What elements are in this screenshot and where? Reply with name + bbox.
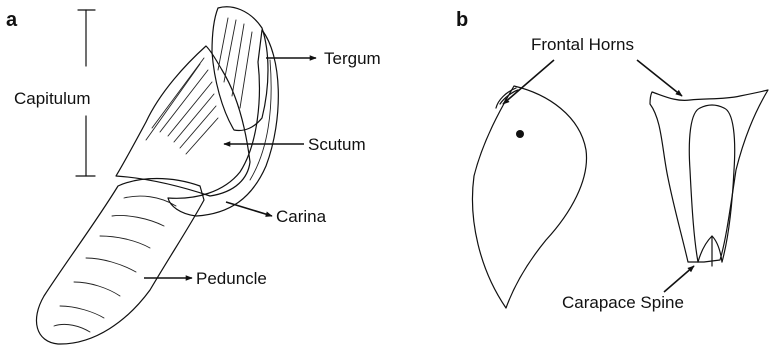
peduncle-shape bbox=[36, 179, 204, 345]
eye-dot bbox=[516, 130, 524, 138]
frontal-horns-arrow-left bbox=[503, 60, 554, 104]
panel-b-letter: b bbox=[456, 9, 468, 31]
frontal-view-shape bbox=[650, 90, 768, 266]
frontal-horns-label: Frontal Horns bbox=[531, 35, 634, 54]
frontal-horns-arrow-right bbox=[637, 60, 682, 96]
carina-arrow bbox=[226, 202, 272, 216]
capitulum-label: Capitulum bbox=[14, 89, 91, 108]
lateral-view-shape bbox=[472, 86, 586, 308]
scutum-shape bbox=[116, 46, 250, 196]
carapace-spine-arrow bbox=[664, 266, 694, 292]
carapace-spine-label: Carapace Spine bbox=[562, 293, 684, 312]
tergum-label: Tergum bbox=[324, 49, 381, 68]
scutum-label: Scutum bbox=[308, 135, 366, 154]
peduncle-label: Peduncle bbox=[196, 269, 267, 288]
carina-label: Carina bbox=[276, 207, 327, 226]
panel-a: a Capitulum bbox=[6, 7, 381, 344]
panel-b: b Frontal Horns Carapace Spine bbox=[456, 9, 768, 312]
panel-a-letter: a bbox=[6, 9, 18, 31]
